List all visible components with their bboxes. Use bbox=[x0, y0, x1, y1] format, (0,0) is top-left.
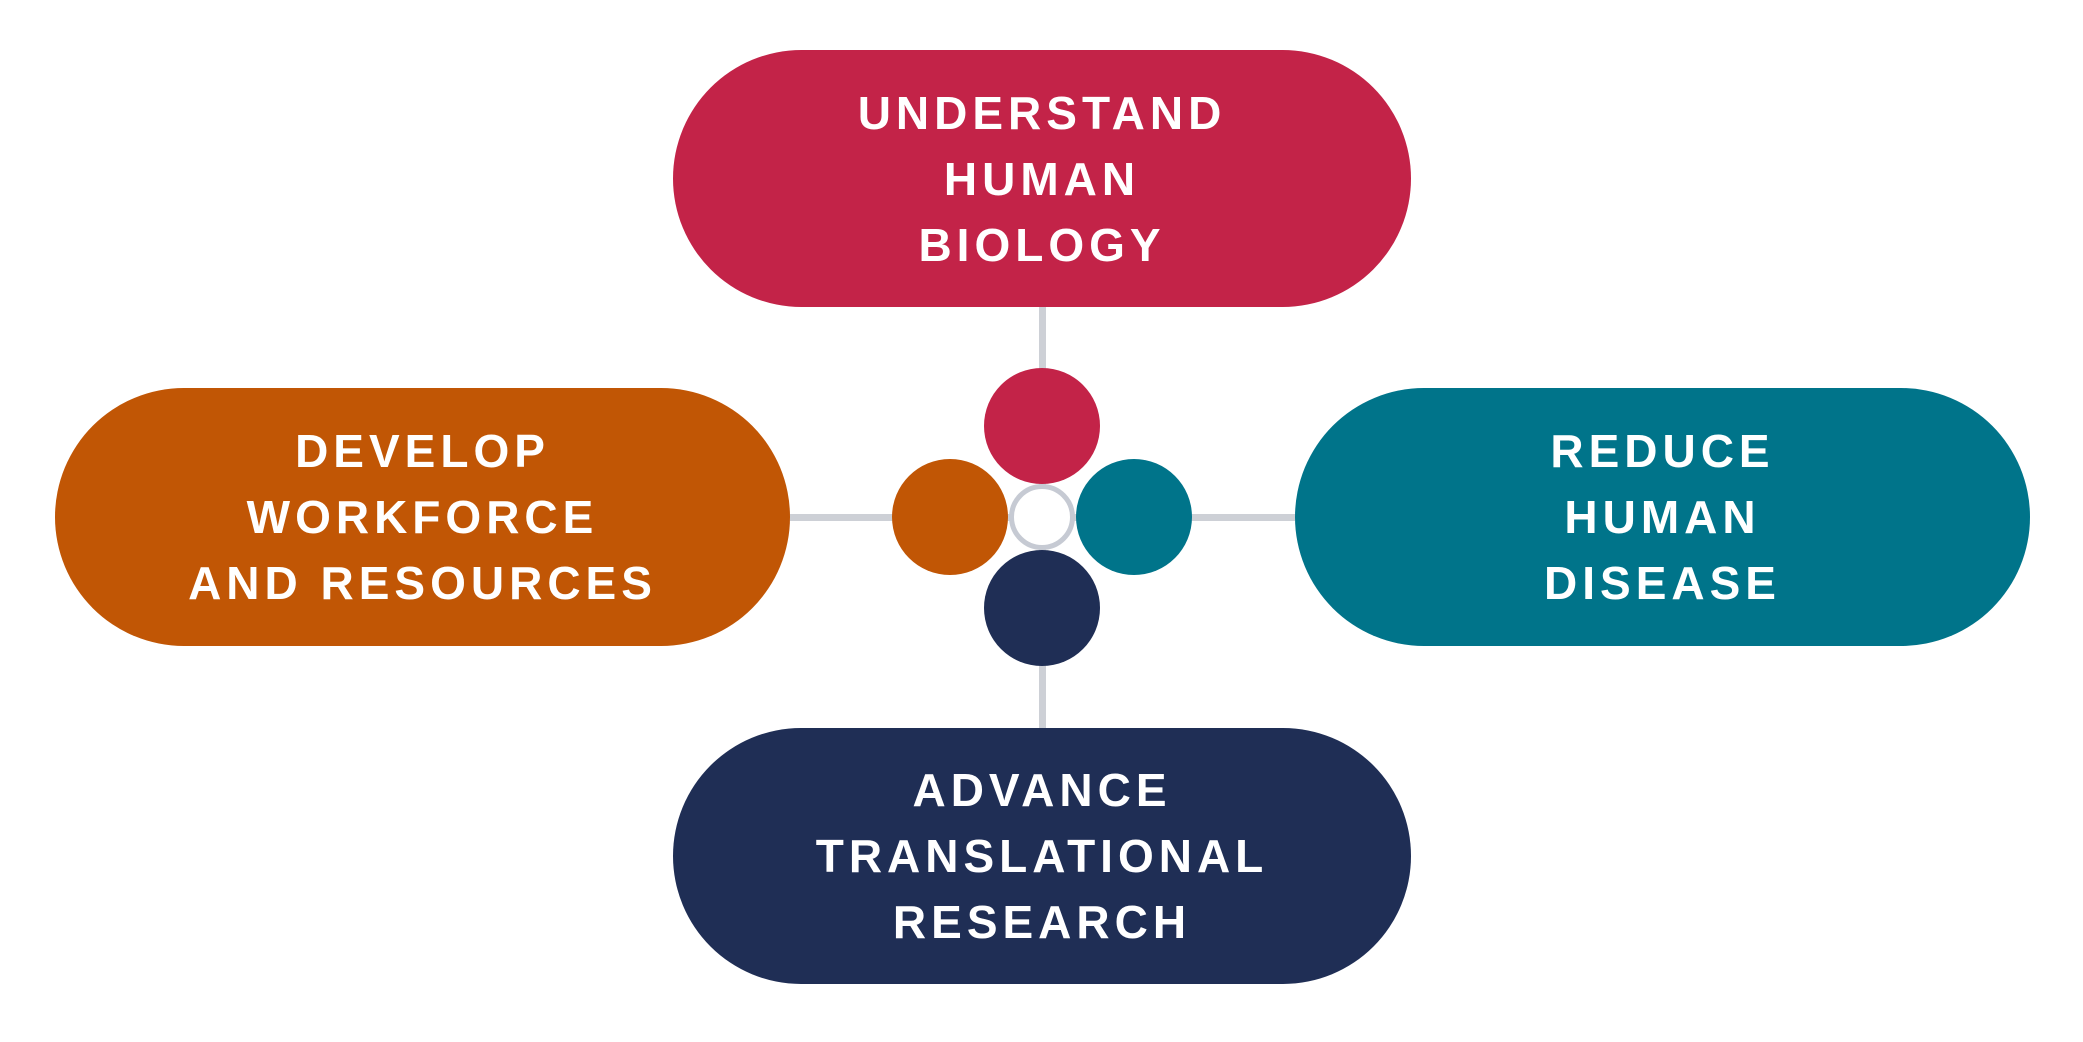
goal-label-line: HUMAN bbox=[943, 152, 1141, 205]
goal-label-line: UNDERSTAND bbox=[857, 86, 1227, 139]
goal-label-line: DISEASE bbox=[1544, 557, 1781, 609]
goal-label-line: REDUCE bbox=[1550, 425, 1775, 477]
goal-pill-understand-human-biology: UNDERSTAND HUMAN BIOLOGY bbox=[673, 50, 1411, 307]
goal-label-line: DEVELOP bbox=[295, 425, 550, 477]
goal-label-line: RESEARCH bbox=[892, 896, 1192, 948]
hub-dot-understand-human-biology bbox=[984, 368, 1100, 484]
hub-dot-develop-workforce-and-resources bbox=[892, 459, 1008, 575]
goal-pill-develop-workforce-and-resources: DEVELOP WORKFORCE AND RESOURCES bbox=[55, 388, 790, 646]
hub-dot-reduce-human-disease bbox=[1076, 459, 1192, 575]
goal-label-line: WORKFORCE bbox=[246, 491, 599, 543]
goal-pill-reduce-human-disease: REDUCE HUMAN DISEASE bbox=[1295, 388, 2030, 646]
goal-label-line: HUMAN bbox=[1564, 491, 1761, 543]
goal-label-line: AND RESOURCES bbox=[188, 557, 657, 609]
goal-label-line: BIOLOGY bbox=[918, 218, 1166, 271]
goal-label-line: ADVANCE bbox=[912, 764, 1172, 816]
hub-dot-advance-translational-research bbox=[984, 550, 1100, 666]
goal-pill-advance-translational-research: ADVANCE TRANSLATIONAL RESEARCH bbox=[673, 728, 1411, 984]
hub-center-ring bbox=[1009, 484, 1075, 550]
goal-label-line: TRANSLATIONAL bbox=[815, 830, 1269, 882]
